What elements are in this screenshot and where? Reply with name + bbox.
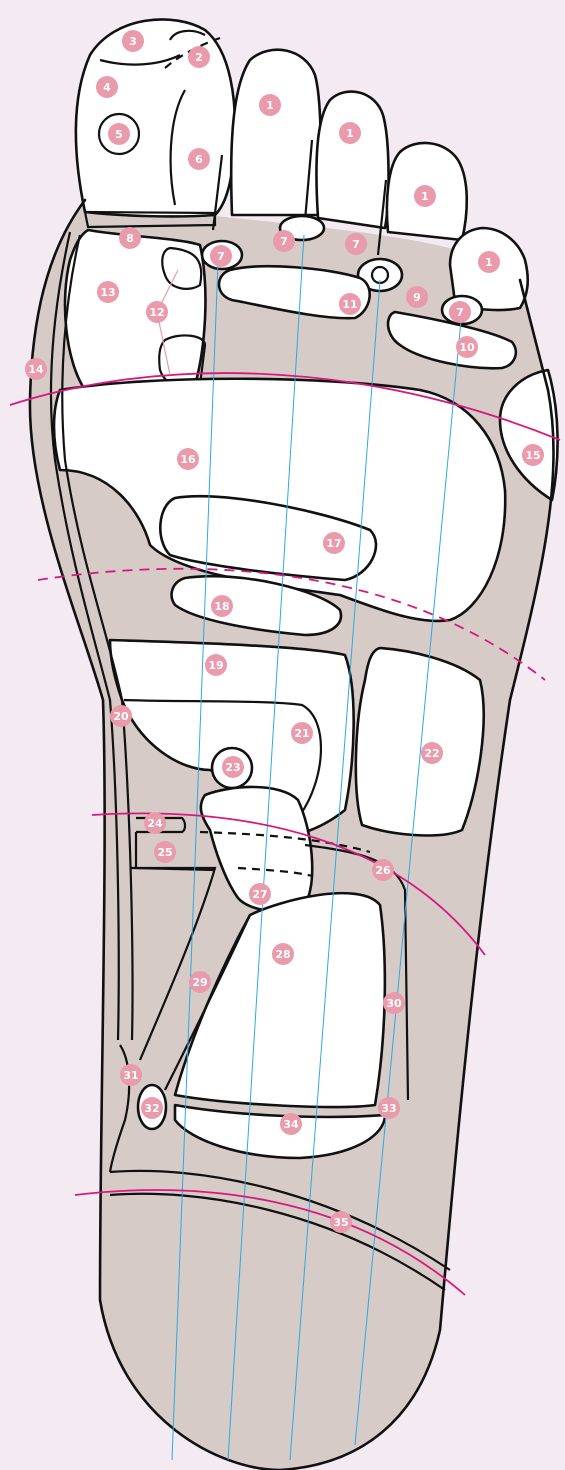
zone-label-number: 19 [208,659,223,672]
zone-label-25-30: 25 [154,841,176,863]
zone-label-number: 28 [275,948,290,961]
toe-3 [316,92,388,228]
zone-label-9-14: 9 [406,286,428,308]
zone-label-10-15: 10 [456,336,478,358]
zone-label-21-26: 21 [291,722,313,744]
zone-label-number: 5 [115,128,123,141]
zone-label-number: 1 [485,256,493,269]
zone-label-number: 16 [180,453,196,466]
zone-label-12-17: 12 [146,301,168,323]
zone-label-number: 15 [525,449,540,462]
zone-label-number: 34 [283,1118,299,1131]
zone-label-number: 13 [100,286,115,299]
zone-label-number: 27 [252,888,267,901]
zone-label-number: 30 [386,997,402,1010]
zone-22 [356,648,484,835]
zone-label-number: 23 [225,761,240,774]
zone-label-1-3: 1 [478,251,500,273]
zone-label-33-38: 33 [378,1097,400,1119]
zone-label-number: 14 [28,363,44,376]
zone-label-number: 33 [381,1102,396,1115]
zone-label-7-9: 7 [210,245,232,267]
zone-label-20-25: 20 [110,705,132,727]
zone-label-2-4: 2 [188,46,210,68]
zone-label-4-6: 4 [96,76,118,98]
zone-label-number: 35 [333,1216,348,1229]
big-toe [76,19,235,216]
zone-label-23-28: 23 [222,756,244,778]
zone-label-number: 29 [192,976,207,989]
zone-label-number: 22 [424,747,439,760]
zone-label-number: 8 [126,232,134,245]
zone-label-11-16: 11 [339,293,361,315]
zone-label-14-19: 14 [25,358,47,380]
zone-label-5-7: 5 [108,123,130,145]
zone-label-15-20: 15 [522,444,544,466]
zone-label-30-35: 30 [383,992,405,1014]
zone-label-number: 7 [456,306,464,319]
zone-label-number: 9 [413,291,421,304]
zone-label-number: 6 [195,153,203,166]
zone-label-number: 31 [123,1069,138,1082]
zone-label-3-5: 3 [122,30,144,52]
zone-label-number: 7 [280,235,288,248]
zone-label-number: 11 [342,298,357,311]
zone-label-29-34: 29 [189,971,211,993]
zone-label-number: 1 [421,190,429,203]
zone-label-number: 17 [326,537,341,550]
zone-label-31-36: 31 [120,1064,142,1086]
zone-label-6-8: 6 [188,148,210,170]
zone-label-24-29: 24 [144,812,166,834]
zone-label-22-27: 22 [421,742,443,764]
zone-label-35-40: 35 [330,1211,352,1233]
zone-label-7-12: 7 [449,301,471,323]
zone-label-number: 32 [144,1102,159,1115]
zone-label-7-10: 7 [273,230,295,252]
zone-label-32-37: 32 [141,1097,163,1119]
zone-label-1-2: 1 [414,185,436,207]
zone-label-number: 1 [346,127,354,140]
zone-label-26-31: 26 [372,859,394,881]
zone-label-27-32: 27 [249,883,271,905]
zone-label-18-23: 18 [211,595,233,617]
zone-label-number: 1 [266,99,274,112]
zone-label-number: 2 [195,51,203,64]
zone-label-number: 12 [149,306,164,319]
zone-label-8-13: 8 [119,227,141,249]
zone-label-28-33: 28 [272,943,294,965]
zone-label-number: 10 [459,341,475,354]
zone-label-number: 7 [217,250,225,263]
zone-label-16-21: 16 [177,448,199,470]
zone-label-13-18: 13 [97,281,119,303]
zone-label-number: 4 [103,81,111,94]
zone-label-number: 20 [113,710,129,723]
zone-label-number: 18 [214,600,229,613]
zone-label-number: 26 [375,864,391,877]
zone-label-17-22: 17 [323,532,345,554]
zone-13 [65,230,205,395]
zone-label-number: 25 [157,846,172,859]
zone-label-number: 21 [294,727,309,740]
zone-label-1-0: 1 [259,94,281,116]
zone-label-34-39: 34 [280,1113,302,1135]
zone-label-19-24: 19 [205,654,227,676]
zone-label-1-1: 1 [339,122,361,144]
zone-label-7-11: 7 [345,233,367,255]
zone-label-number: 3 [129,35,137,48]
zone-label-number: 7 [352,238,360,251]
zone-label-number: 24 [147,817,163,830]
